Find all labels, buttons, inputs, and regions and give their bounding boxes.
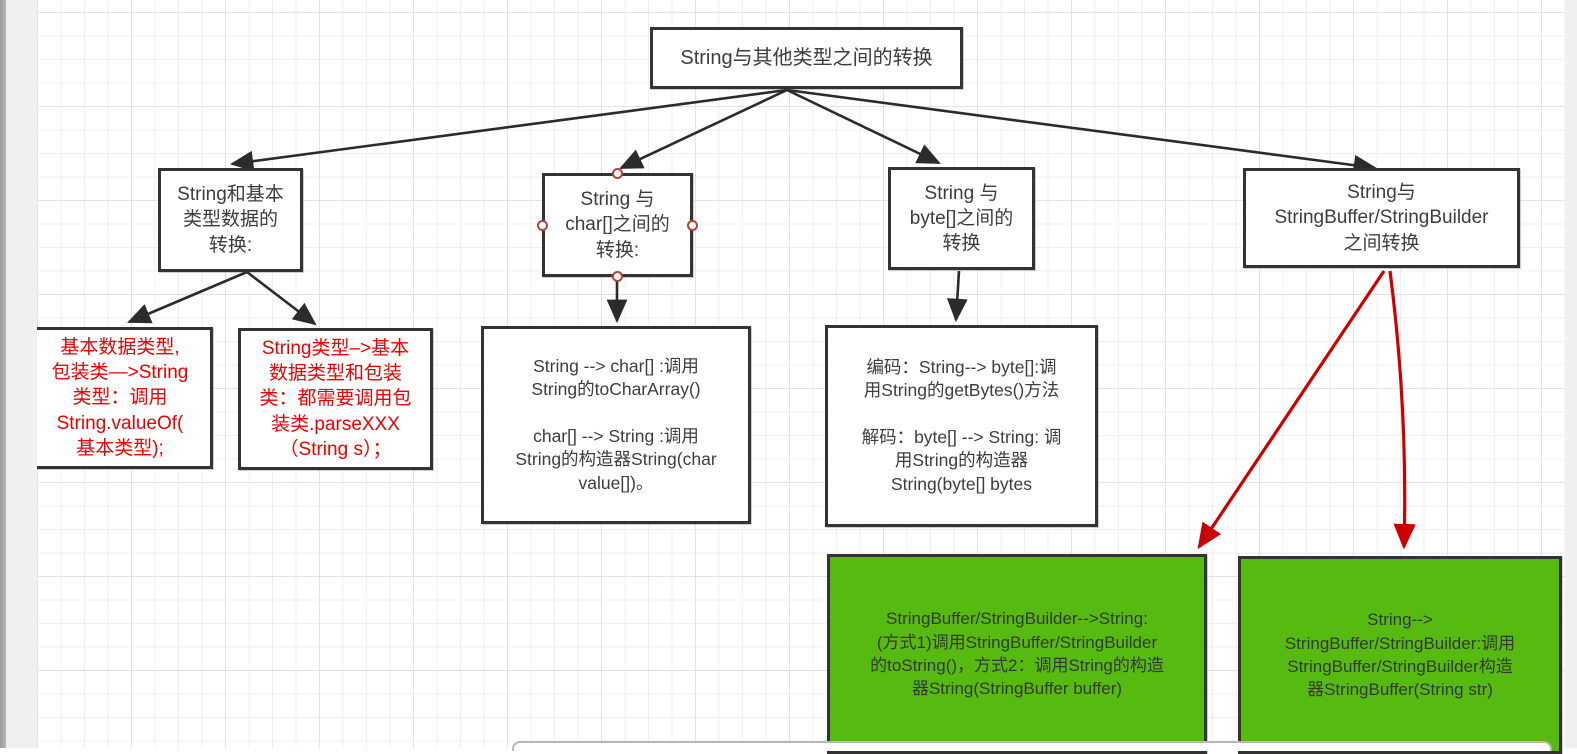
- connector-basic-to-parse[interactable]: [246, 270, 317, 326]
- node-basic-types-label: String和基本 类型数据的 转换:: [177, 184, 284, 256]
- node-root[interactable]: String与其他类型之间的转换: [650, 27, 963, 89]
- left-gutter: [6, 0, 37, 748]
- selection-handle-right[interactable]: [687, 220, 698, 231]
- node-byte-detail-label: 编码：String--> byte[]:调 用String的getBytes()…: [861, 356, 1062, 494]
- node-byte-array-label: String 与 byte[]之间的 转换: [909, 182, 1014, 255]
- selection-handle-left[interactable]: [537, 220, 548, 231]
- node-char-detail-label: String --> char[] :调用 String的toCharArray…: [515, 355, 717, 493]
- connector-root-to-byte[interactable]: [786, 88, 941, 165]
- node-string-to-basic-label: String类型–>基本 数据类型和包装 类：都需要调用包 装类.parseXX…: [259, 338, 412, 460]
- connector-byte-to-detail[interactable]: [946, 270, 968, 323]
- connector-root-to-basic[interactable]: [229, 88, 788, 172]
- node-char-array[interactable]: String 与 char[]之间的 转换:: [542, 173, 693, 277]
- node-basic-to-string-label: 基本数据类型, 包装类—>String 类型：调用 String.valueOf…: [51, 337, 189, 459]
- node-basic-to-string[interactable]: 基本数据类型, 包装类—>String 类型：调用 String.valueOf…: [27, 327, 213, 469]
- connector-buffer-to-constructor[interactable]: [1388, 270, 1416, 550]
- connector-basic-to-valueof[interactable]: [127, 270, 248, 324]
- bottom-toolbar-edge[interactable]: [512, 741, 1552, 751]
- node-root-label: String与其他类型之间的转换: [680, 46, 933, 69]
- node-basic-types[interactable]: String和基本 类型数据的 转换:: [158, 168, 303, 272]
- connector-root-to-char[interactable]: [619, 88, 788, 170]
- node-string-to-buffer[interactable]: String--> StringBuffer/StringBuilder:调用 …: [1238, 556, 1562, 754]
- connector-root-to-buffer[interactable]: [786, 88, 1378, 176]
- node-string-to-buffer-label: String--> StringBuffer/StringBuilder:调用 …: [1284, 610, 1516, 700]
- node-buffer-to-string-label: StringBuffer/StringBuilder-->String: (方式…: [870, 609, 1164, 699]
- window-edge-strip: [0, 0, 6, 748]
- right-gutter: [1565, 0, 1577, 748]
- node-char-detail[interactable]: String --> char[] :调用 String的toCharArray…: [481, 326, 751, 524]
- node-string-to-basic[interactable]: String类型–>基本 数据类型和包装 类：都需要调用包 装类.parseXX…: [238, 328, 433, 470]
- node-stringbuffer[interactable]: String与 StringBuffer/StringBuilder 之间转换: [1243, 168, 1520, 268]
- node-byte-detail[interactable]: 编码：String--> byte[]:调 用String的getBytes()…: [825, 325, 1098, 527]
- selection-handle-bottom[interactable]: [612, 271, 623, 282]
- connector-buffer-to-tostring[interactable]: [1197, 270, 1386, 550]
- selection-handle-top[interactable]: [612, 168, 623, 179]
- node-char-array-label: String 与 char[]之间的 转换:: [565, 189, 670, 261]
- node-byte-array[interactable]: String 与 byte[]之间的 转换: [888, 167, 1035, 270]
- node-stringbuffer-label: String与 StringBuffer/StringBuilder 之间转换: [1274, 182, 1489, 254]
- node-buffer-to-string[interactable]: StringBuffer/StringBuilder-->String: (方式…: [827, 554, 1207, 754]
